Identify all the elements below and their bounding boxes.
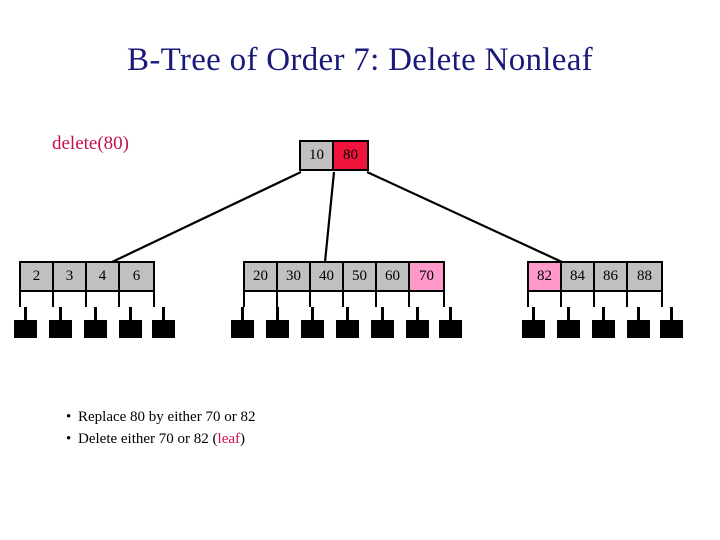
child-stem — [276, 307, 279, 320]
child-stem — [24, 307, 27, 320]
edge-root-to-middle — [323, 171, 336, 263]
child-stem — [94, 307, 97, 320]
page-title: B-Tree of Order 7: Delete Nonleaf — [127, 42, 593, 78]
child-stem — [532, 307, 535, 320]
root-cell-row: 10 80 — [299, 140, 369, 171]
child-stem — [311, 307, 314, 320]
child-stem — [567, 307, 570, 320]
child-box — [406, 320, 429, 338]
leaf-middle-cell-3[interactable]: 50 — [344, 263, 377, 290]
leaf-right-pointer-3 — [628, 292, 661, 307]
child-stem — [162, 307, 165, 320]
note-text-0: Replace 80 by either 70 or 82 — [78, 409, 256, 425]
leaf-middle-pointer-1 — [278, 292, 311, 307]
leaf-middle[interactable]: 20 30 40 50 60 70 — [243, 261, 445, 307]
leaf-middle-pointer-2 — [311, 292, 344, 307]
root-node[interactable]: 10 80 — [299, 140, 369, 171]
leaf-left[interactable]: 2 3 4 6 — [19, 261, 155, 307]
root-cell-1[interactable]: 80 — [334, 142, 367, 169]
leaf-middle-pointer-5 — [410, 292, 443, 307]
child-box — [627, 320, 650, 338]
child-box — [660, 320, 683, 338]
leaf-left-pointer-2 — [87, 292, 120, 307]
leaf-left-pointer-0 — [21, 292, 54, 307]
leaf-left-pointer-1 — [54, 292, 87, 307]
leaf-middle-pointer-4 — [377, 292, 410, 307]
leaf-middle-cell-0[interactable]: 20 — [245, 263, 278, 290]
child-stem — [59, 307, 62, 320]
child-box — [119, 320, 142, 338]
child-stem — [449, 307, 452, 320]
leaf-right-pointer-1 — [562, 292, 595, 307]
leaf-left-cell-0[interactable]: 2 — [21, 263, 54, 290]
child-stem — [381, 307, 384, 320]
leaf-middle-cell-2[interactable]: 40 — [311, 263, 344, 290]
leaf-right-pointer-row — [527, 292, 663, 307]
note-text-1c: ) — [240, 431, 246, 447]
leaf-left-cell-2[interactable]: 4 — [87, 263, 120, 290]
note-item-1: • Delete either 70 or 82 (leaf) — [66, 428, 255, 450]
leaf-middle-pointer-0 — [245, 292, 278, 307]
child-box — [371, 320, 394, 338]
edge-root-to-right — [366, 171, 563, 263]
leaf-middle-cell-5[interactable]: 70 — [410, 263, 443, 290]
leaf-right-cell-0[interactable]: 82 — [529, 263, 562, 290]
leaf-left-cell-row: 2 3 4 6 — [19, 261, 155, 292]
child-box — [592, 320, 615, 338]
leaf-right-cell-row: 82 84 86 88 — [527, 261, 663, 292]
child-stem — [637, 307, 640, 320]
child-box — [522, 320, 545, 338]
leaf-right-cell-3[interactable]: 88 — [628, 263, 661, 290]
bullet-icon: • — [66, 409, 72, 425]
child-box — [266, 320, 289, 338]
leaf-right-cell-2[interactable]: 86 — [595, 263, 628, 290]
leaf-middle-pointer-3 — [344, 292, 377, 307]
leaf-right-cell-1[interactable]: 84 — [562, 263, 595, 290]
leaf-middle-cell-4[interactable]: 60 — [377, 263, 410, 290]
leaf-middle-cell-1[interactable]: 30 — [278, 263, 311, 290]
leaf-middle-cell-row: 20 30 40 50 60 70 — [243, 261, 445, 292]
child-box — [557, 320, 580, 338]
root-cell-0[interactable]: 10 — [301, 142, 334, 169]
child-box — [152, 320, 175, 338]
leaf-left-cell-1[interactable]: 3 — [54, 263, 87, 290]
child-box — [439, 320, 462, 338]
child-stem — [129, 307, 132, 320]
edge-root-to-left — [111, 171, 302, 263]
child-stem — [670, 307, 673, 320]
note-text-1b: leaf — [217, 431, 241, 447]
child-stem — [241, 307, 244, 320]
leaf-right-pointer-2 — [595, 292, 628, 307]
leaf-middle-pointer-row — [243, 292, 445, 307]
operation-label: delete(80) — [52, 133, 130, 154]
child-box — [49, 320, 72, 338]
child-box — [84, 320, 107, 338]
leaf-right[interactable]: 82 84 86 88 — [527, 261, 663, 307]
leaf-left-pointer-row — [19, 292, 155, 307]
leaf-left-pointer-3 — [120, 292, 153, 307]
child-box — [301, 320, 324, 338]
child-stem — [346, 307, 349, 320]
leaf-left-cell-3[interactable]: 6 — [120, 263, 153, 290]
child-box — [231, 320, 254, 338]
child-stem — [416, 307, 419, 320]
child-box — [14, 320, 37, 338]
child-stem — [602, 307, 605, 320]
notes-list: • Replace 80 by either 70 or 82 • Delete e… — [66, 406, 255, 450]
note-item-0: • Replace 80 by either 70 or 82 — [66, 406, 255, 428]
leaf-right-pointer-0 — [529, 292, 562, 307]
bullet-icon: • — [66, 431, 72, 447]
note-text-1a: Delete either 70 or 82 ( — [78, 431, 218, 447]
child-box — [336, 320, 359, 338]
